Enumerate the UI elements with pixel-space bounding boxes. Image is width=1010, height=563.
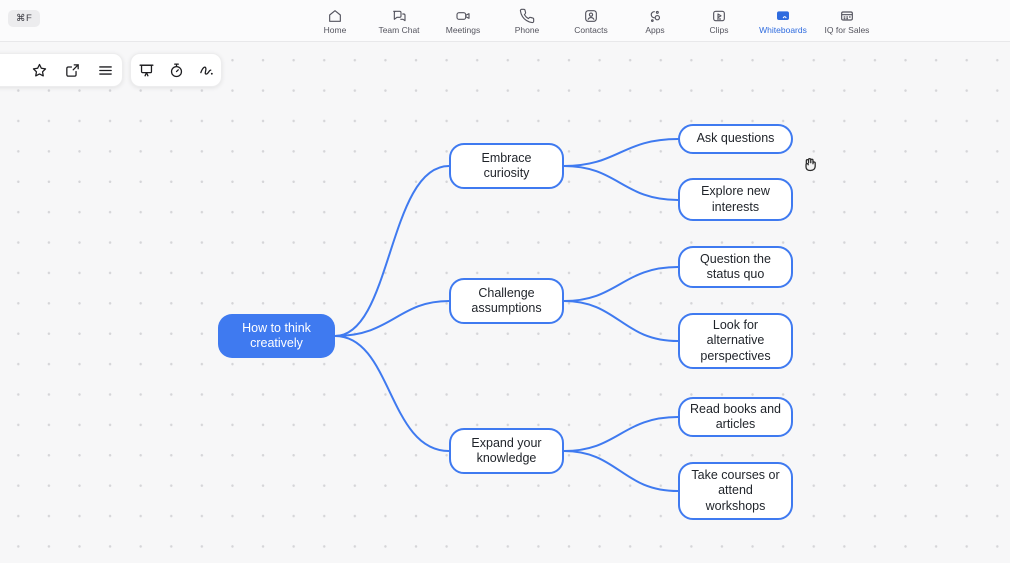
iq-for-sales-icon <box>841 11 853 21</box>
follow-pen-button[interactable] <box>193 57 219 83</box>
node-label: Expand your knowledge <box>471 435 542 465</box>
node-label: Read books and articles <box>689 401 782 431</box>
node-label: Take courses or attend workshops <box>691 468 780 513</box>
nav-iq-for-sales[interactable]: IQ for Sales <box>815 0 879 42</box>
nav-label: Contacts <box>574 24 608 35</box>
contacts-icon <box>585 9 597 22</box>
nav-meetings[interactable]: Meetings <box>431 0 495 42</box>
apps-icon <box>650 10 661 22</box>
mindmap-connectors <box>334 138 679 492</box>
mindmap-leaf-node[interactable]: Ask questions <box>678 124 793 154</box>
board-toolbar-left <box>0 53 123 87</box>
timer-icon <box>170 62 182 77</box>
node-label: How to think creatively <box>242 320 311 350</box>
mindmap-leaf-node[interactable]: Explore new interests <box>678 178 793 221</box>
nav-home[interactable]: Home <box>303 0 367 42</box>
mindmap-branch-node[interactable]: Embrace curiosity <box>449 143 564 189</box>
node-label: Embrace curiosity <box>481 150 532 180</box>
grab-hand-cursor <box>805 157 816 172</box>
team-chat-icon <box>393 10 406 21</box>
main-nav: Home Team Chat Meetings Phone Contacts A… <box>303 0 879 42</box>
star-button[interactable] <box>26 57 52 83</box>
timer-button[interactable] <box>163 57 189 83</box>
home-icon <box>329 9 341 22</box>
nav-label: Home <box>323 24 347 35</box>
node-label: Ask questions <box>696 131 775 146</box>
mindmap-leaf-node[interactable]: Take courses or attend workshops <box>678 462 793 520</box>
mindmap-leaf-node[interactable]: Question the status quo <box>678 246 793 288</box>
mindmap-root-node[interactable]: How to think creatively <box>218 314 335 358</box>
hamburger-menu-icon <box>98 65 112 75</box>
node-label: Explore new interests <box>701 184 770 214</box>
mindmap-leaf-node[interactable]: Look for alternative perspectives <box>678 313 793 369</box>
board-toolbar-right <box>130 53 222 87</box>
nav-label: Apps <box>645 24 665 35</box>
node-label: Question the status quo <box>700 251 771 281</box>
node-label: Challenge assumptions <box>471 285 542 315</box>
whiteboard-canvas[interactable]: How to think creatively Embrace curiosit… <box>0 42 1010 563</box>
nav-apps[interactable]: Apps <box>623 0 687 42</box>
share-export-icon <box>65 63 79 77</box>
nav-label: Team Chat <box>378 24 420 35</box>
nav-label: Whiteboards <box>759 24 807 35</box>
nav-phone[interactable]: Phone <box>495 0 559 42</box>
present-button[interactable] <box>133 57 159 83</box>
whiteboards-icon <box>777 11 789 20</box>
presentation-icon <box>138 64 154 76</box>
mindmap-branch-node[interactable]: Challenge assumptions <box>449 278 564 324</box>
nav-label: Clips <box>709 24 729 35</box>
nav-label: Meetings <box>445 24 481 35</box>
nav-contacts[interactable]: Contacts <box>559 0 623 42</box>
top-navigation-bar: ⌘F Home Team Chat Meetings Phone Contact… <box>0 0 1010 42</box>
nav-whiteboards[interactable]: Whiteboards <box>751 0 815 42</box>
meetings-icon <box>456 11 470 20</box>
nav-clips[interactable]: Clips <box>687 0 751 42</box>
clips-icon <box>713 10 725 21</box>
star-icon <box>32 63 46 77</box>
phone-icon <box>519 8 535 23</box>
share-export-button[interactable] <box>59 57 85 83</box>
search-shortcut-badge: ⌘F <box>8 10 41 27</box>
mindmap-leaf-node[interactable]: Read books and articles <box>678 397 793 437</box>
nav-label: IQ for Sales <box>824 24 870 35</box>
scribble-pen-icon <box>199 66 213 75</box>
nav-label: Phone <box>514 24 540 35</box>
mindmap-branch-node[interactable]: Expand your knowledge <box>449 428 564 474</box>
nav-team-chat[interactable]: Team Chat <box>367 0 431 42</box>
menu-button[interactable] <box>92 57 118 83</box>
node-label: Look for alternative perspectives <box>700 318 771 363</box>
